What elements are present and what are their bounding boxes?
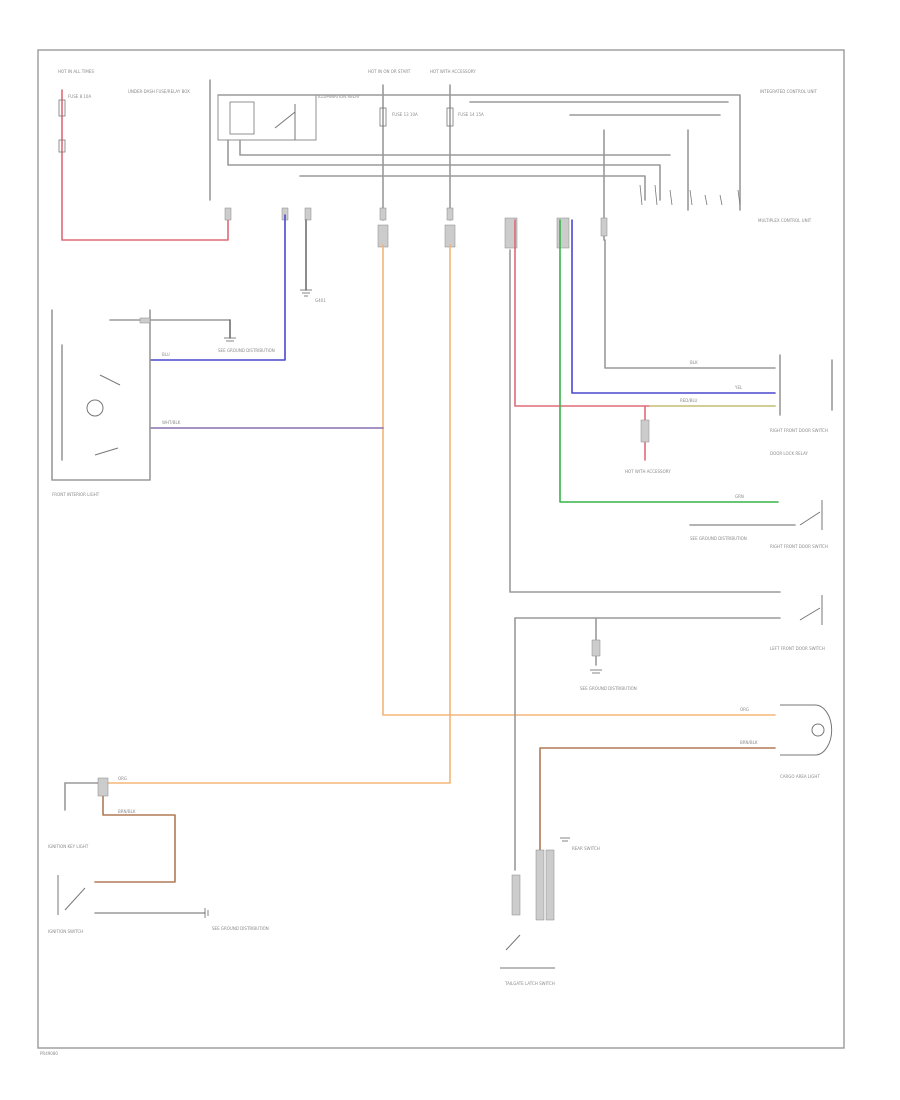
code-blu: BLU [162,352,170,357]
ground-top-icon [300,289,312,297]
wire-green [559,219,779,503]
code-blk: BLK [690,360,698,365]
label-right-switch: RIGHT FRONT DOOR SWITCH [770,544,828,549]
cargo-lamp-bulb-icon [811,723,825,737]
label-ignition-switch: IGNITION SWITCH [48,929,83,934]
label-left-switch: LEFT FRONT DOOR SWITCH [770,646,825,651]
wire-blue-left [149,214,286,361]
label-cargo-lamp: CARGO AREA LIGHT [780,774,820,779]
relay-coil [229,101,255,135]
label-hot-left: HOT IN ALL TIMES [58,69,94,74]
ground-ign-icon [204,908,209,918]
label-fuse-left: FUSE 8 10A [68,94,91,99]
code-org2: ORG [740,707,749,712]
label-ignition-key: IGNITION KEY LIGHT [48,844,89,849]
label-front-lamp: FRONT INTERIOR LIGHT [52,492,100,497]
code-purple: WHT/BLK [162,420,181,425]
bus-line-5 [227,139,661,201]
label-door-lock-relay: DOOR LOCK RELAY [770,451,808,456]
wire-gray-right [604,239,776,369]
fuse13-icon [379,107,387,127]
connector-front-lamp [139,317,151,324]
label-fuse-mid2: FUSE 14 15A [458,112,484,117]
connector-gray5 [591,639,601,657]
wire-brown-right [539,747,776,871]
ground-gray5-icon [590,669,602,674]
ground-g1-icon [224,337,236,342]
code-grn: GRN [735,494,744,499]
connector-ign-key [97,777,109,797]
label-fuse-mid1: FUSE 13 10A [392,112,418,117]
wire-blue-right [571,219,776,394]
fuse-left-icon [58,99,66,117]
wire-gray-2 [509,249,781,593]
label-hot-acc: HOT WITH ACCESSORY [430,69,476,74]
label-central-top: INTEGRATED CONTROL UNIT [760,89,818,94]
label-underdash-box: UNDER-DASH FUSE/RELAY BOX [128,89,190,94]
label-g-top: G401 [315,298,326,303]
wire-orange-main [382,244,776,716]
bus-line-1 [217,94,741,211]
code-brn2: BRN/BLK [740,740,758,745]
label-ground-gray5: SEE GROUND DISTRIBUTION [580,686,637,691]
wire-orange-2 [102,244,451,784]
code-brn: BRN/BLK [118,809,136,814]
front-lamp-switch-icon [94,374,121,456]
label-relay: ILLUMINATION RELAY [318,94,361,99]
label-ground-right: SEE GROUND DISTRIBUTION [690,536,747,541]
connector-red-drop [640,419,650,443]
connector-left-icon [58,139,66,153]
left-switch-icon [799,595,823,625]
central-pins [639,184,741,206]
wire-red-left [61,89,229,241]
tailgate-switch-icon [500,934,555,969]
label-ground-ign: SEE GROUND DISTRIBUTION [212,926,269,931]
code-org: ORG [118,776,127,781]
ignition-switch-icon [57,875,86,915]
label-hot-on: HOT IN ON OR START [368,69,411,74]
bus-line-4 [239,139,671,156]
ground-tailgate-icon [560,837,570,842]
cargo-lamp-icon [780,704,833,756]
relay-switch-icon [274,104,296,140]
code-red: RED/BLU [680,398,698,403]
connector-row [224,207,608,249]
diagram-frame [37,49,845,1049]
label-red-drop: HOT WITH ACCESSORY [625,469,671,474]
footer-code: PR49080 [40,1051,58,1056]
label-ground-g1: SEE GROUND DISTRIBUTION [218,348,275,353]
fuse14-icon [446,107,454,127]
right-switch-icon [799,500,823,530]
label-central-main: MULTIPLEX CONTROL UNIT [758,218,812,223]
label-tailgate-switch: TAILGATE LATCH SWITCH [504,981,555,986]
code-yel: YEL [734,385,743,390]
wire-red-right [514,219,776,407]
front-lamp-bulb-icon [86,399,104,417]
wire-brown-left [94,782,176,883]
label-rear-switch: REAR SWITCH [572,846,600,851]
tailgate-connectors [511,849,555,921]
bus-line-6 [299,175,646,201]
front-lamp-box [51,309,151,481]
label-right-relay: RIGHT FRONT DOOR SWITCH [770,428,828,433]
